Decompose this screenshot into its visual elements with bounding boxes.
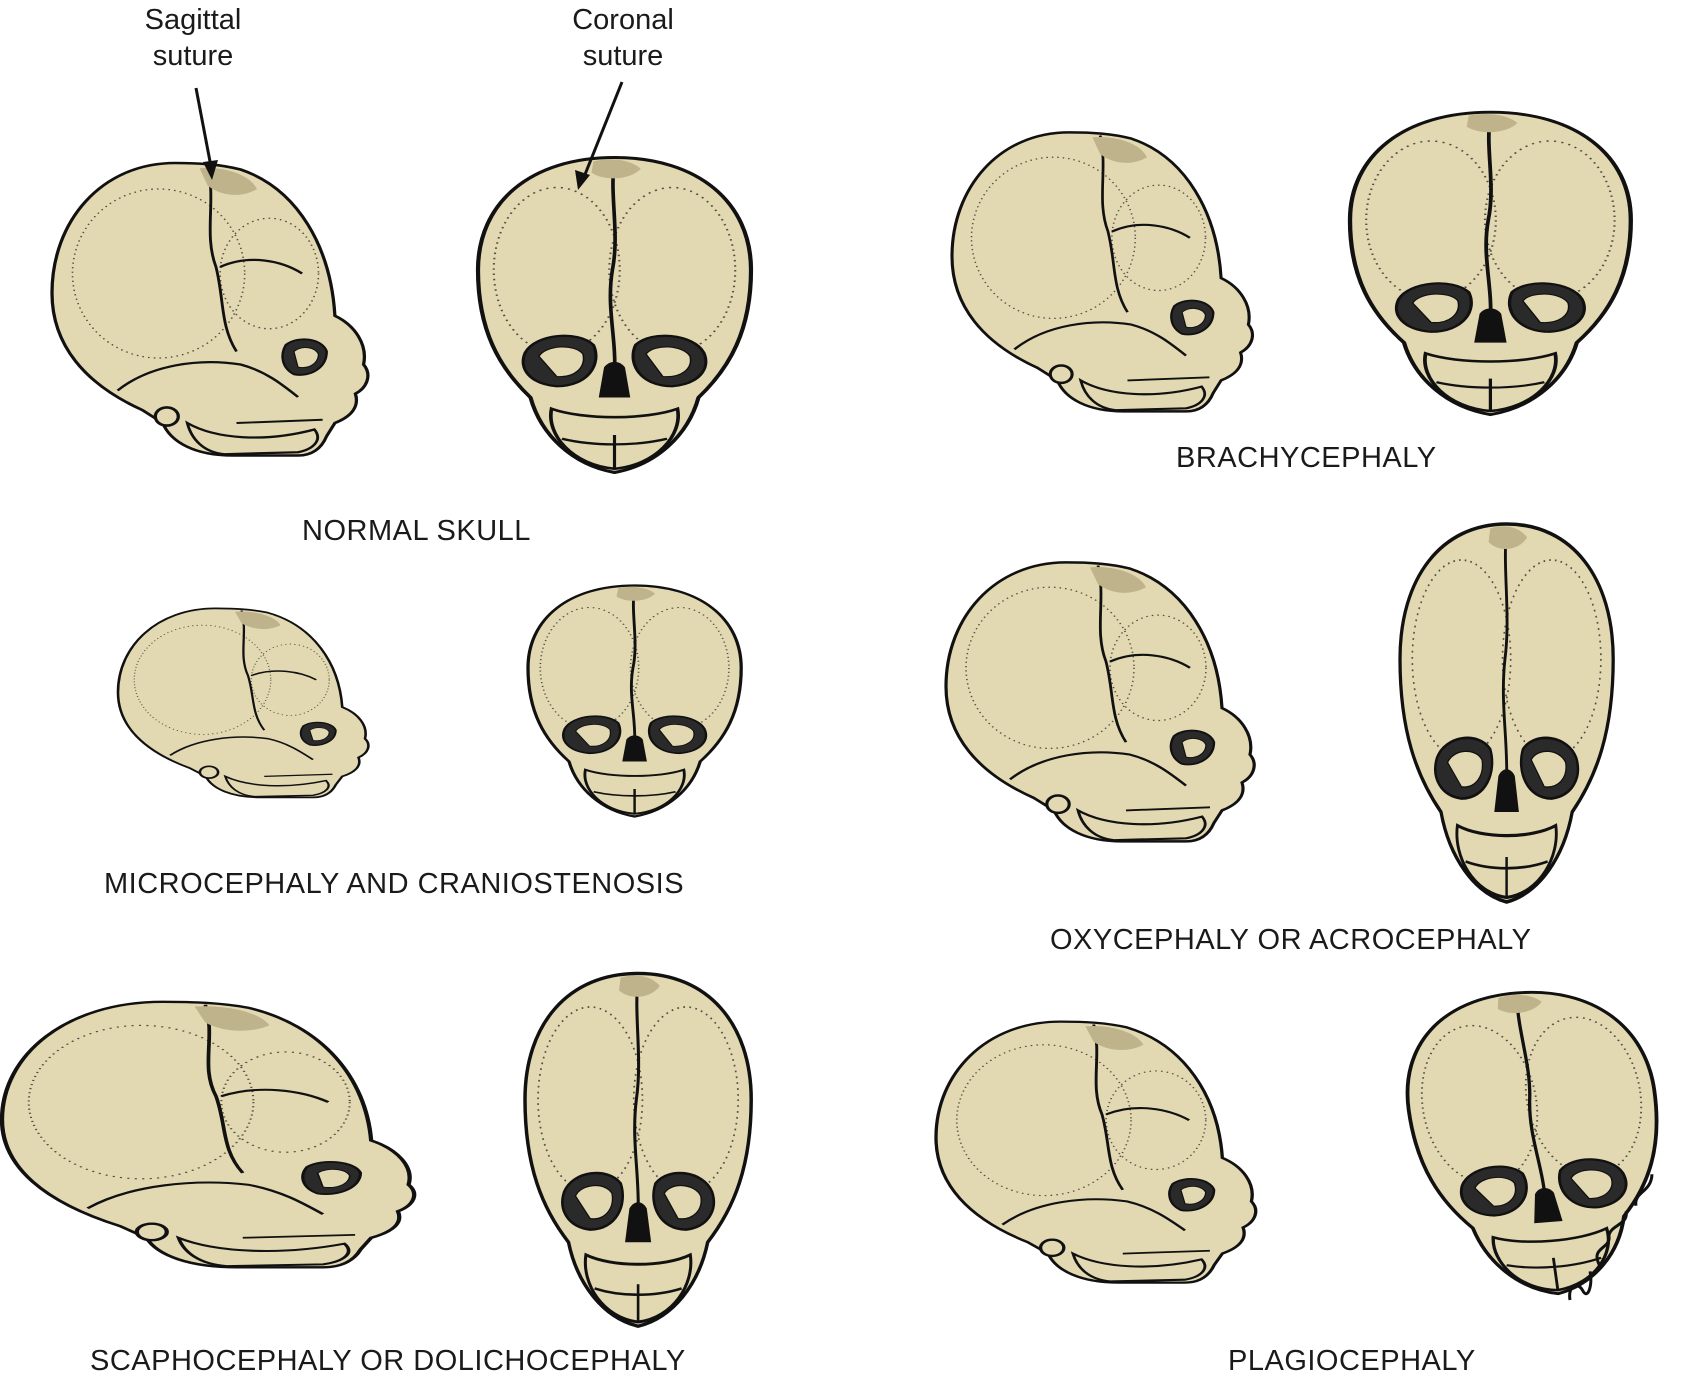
normal-skull-lateral	[50, 161, 370, 458]
oxycephaly-skull-frontal	[1398, 522, 1615, 904]
scaphocephaly-caption: SCAPHOCEPHALY OR DOLICHOCEPHALY	[90, 1345, 686, 1377]
brachycephaly-skull-frontal	[1350, 112, 1631, 414]
oxycephaly-caption: OXYCEPHALY OR ACROCEPHALY	[1050, 924, 1532, 956]
sagittal-suture-arrow	[194, 87, 218, 180]
plagiocephaly-caption: PLAGIOCEPHALY	[1228, 1345, 1476, 1377]
normal-skull-caption: NORMAL SKULL	[302, 515, 531, 547]
brachycephaly-skull-lateral	[950, 130, 1255, 413]
microcephaly-skull-frontal	[526, 583, 743, 819]
normal-skull-frontal	[478, 158, 751, 473]
plagiocephaly-skull-lateral	[934, 1019, 1258, 1285]
scaphocephaly-skull-lateral	[2, 1002, 414, 1268]
plagiocephaly-skull-frontal	[1391, 981, 1684, 1306]
sagittal-suture-label: Sagittal suture	[144, 4, 242, 72]
microcephaly-skull-lateral	[116, 607, 370, 799]
coronal-suture-label: Coronal suture	[572, 4, 674, 72]
brachycephaly-caption: BRACHYCEPHALY	[1176, 442, 1437, 474]
scaphocephaly-skull-frontal	[523, 971, 753, 1328]
oxycephaly-skull-lateral	[944, 560, 1256, 844]
microcephaly-caption: MICROCEPHALY AND CRANIOSTENOSIS	[104, 868, 685, 900]
coronal-suture-arrow	[575, 81, 624, 190]
artist-signature	[1568, 1174, 1654, 1301]
